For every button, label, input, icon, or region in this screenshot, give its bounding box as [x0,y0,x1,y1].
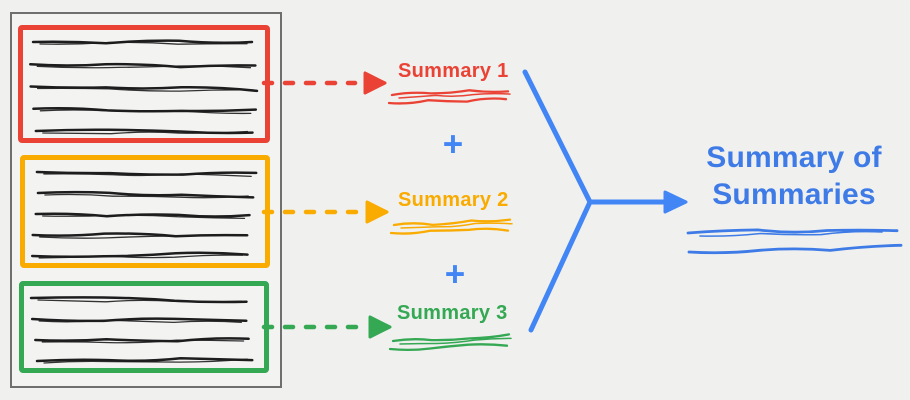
summary-3-label: Summary 3 [397,302,508,324]
plus-operator-1: + [442,125,464,164]
chunk-2-text-scribbles [30,170,258,259]
summary-2-scribble [389,218,513,235]
document-chunk-1 [18,25,270,143]
plus-operator-2: + [444,255,466,294]
chunk-1-text-scribbles [29,39,259,135]
document-chunk-3 [19,281,269,373]
summary-3-scribble [388,333,512,351]
summary-2-label: Summary 2 [398,189,509,211]
merge-arrow [522,69,688,333]
source-document-panel [10,12,282,388]
summary-1-scribble [387,89,511,105]
dashed-arrow-3 [261,315,392,339]
dashed-arrow-1 [261,71,387,95]
summary-1-label: Summary 1 [398,60,509,82]
document-chunk-2 [20,155,270,268]
output-title: Summary of Summaries [706,141,882,211]
output-scribble [686,228,903,255]
dashed-arrow-2 [261,200,389,224]
chunk-3-text-scribbles [29,296,254,364]
